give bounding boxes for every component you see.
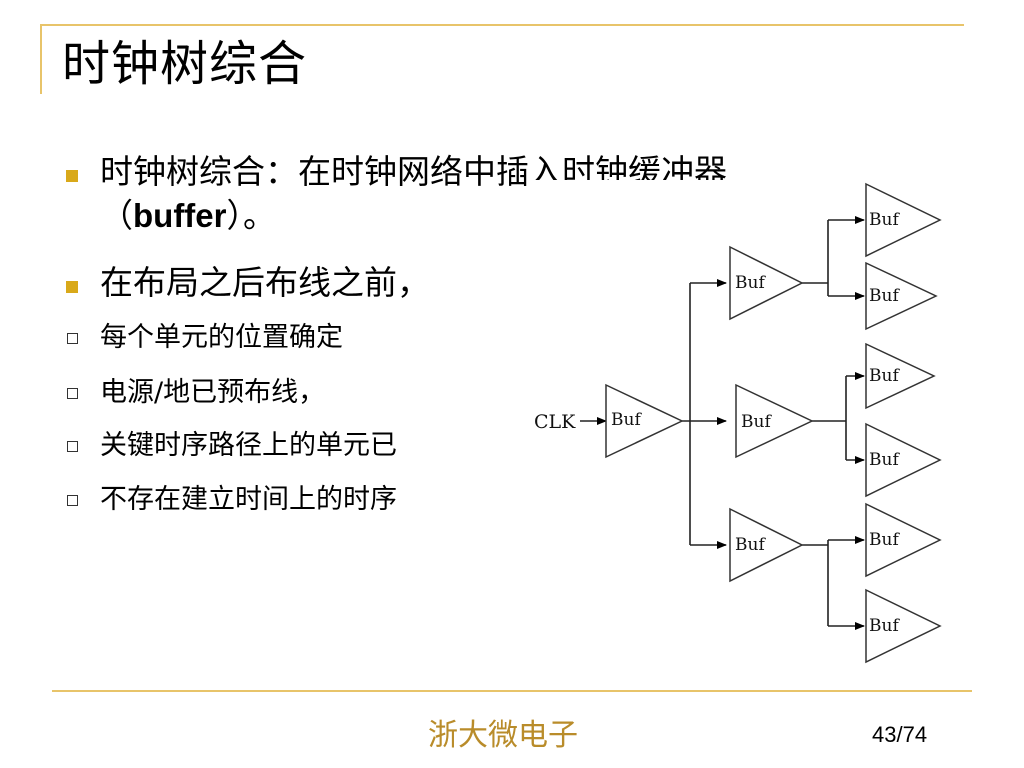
buffer-term: buffer: [133, 197, 227, 234]
buf-label: Buf: [611, 410, 642, 430]
buf-label: Buf: [741, 412, 772, 432]
bullet-1-continuation: （buffer）。: [100, 196, 276, 236]
footer-rule: [52, 690, 972, 692]
buf-label: Buf: [869, 210, 900, 230]
paren-open: （: [100, 196, 133, 235]
buffer-triangle-l2-top: [729, 245, 804, 321]
clk-label: CLK: [534, 411, 576, 433]
slide-title: 时钟树综合: [62, 36, 308, 92]
buf-label: Buf: [869, 366, 900, 386]
page-number: 43/74: [872, 722, 928, 747]
sub-bullet-3: 关键时序路径上的单元已: [100, 430, 397, 461]
bullet-2-text: 在布局之后布线之前，: [100, 263, 430, 302]
paren-close: ）。: [226, 196, 277, 235]
buf-label: Buf: [869, 450, 900, 470]
buf-label: Buf: [869, 616, 900, 636]
buf-label: Buf: [869, 530, 900, 550]
buffer-triangle-root: [605, 383, 684, 459]
buffer-triangle-l2-mid: [735, 383, 814, 459]
square-bullet-icon: [66, 170, 78, 182]
title-left-rule: [40, 24, 42, 94]
hollow-square-bullet-icon: [67, 495, 78, 506]
buf-label: Buf: [735, 273, 766, 293]
hollow-square-bullet-icon: [67, 441, 78, 452]
buffer-triangle-leaf-2: [865, 261, 938, 331]
sub-bullet-2: 电源/地已预布线，: [100, 377, 326, 408]
sub-bullet-4: 不存在建立时间上的时序: [100, 484, 397, 515]
buf-label: Buf: [869, 286, 900, 306]
buffer-triangle-leaf-1: [865, 182, 942, 258]
buffer-triangle-l2-bot: [729, 507, 804, 583]
buffer-triangle-leaf-3: [865, 342, 936, 410]
buffer-triangle-leaf-4: [865, 422, 942, 498]
footer-organization: 浙大微电子: [428, 718, 578, 753]
hollow-square-bullet-icon: [67, 333, 78, 344]
buffer-triangle-leaf-5: [865, 502, 942, 578]
hollow-square-bullet-icon: [67, 388, 78, 399]
sub-bullet-1: 每个单元的位置确定: [100, 322, 343, 353]
clock-tree-diagram: CLK Buf Buf Buf Buf Buf Buf Buf Buf Buf …: [528, 180, 968, 680]
buf-label: Buf: [735, 535, 766, 555]
square-bullet-icon: [66, 281, 78, 293]
title-top-rule: [40, 24, 964, 26]
buffer-triangle-leaf-6: [865, 588, 942, 664]
